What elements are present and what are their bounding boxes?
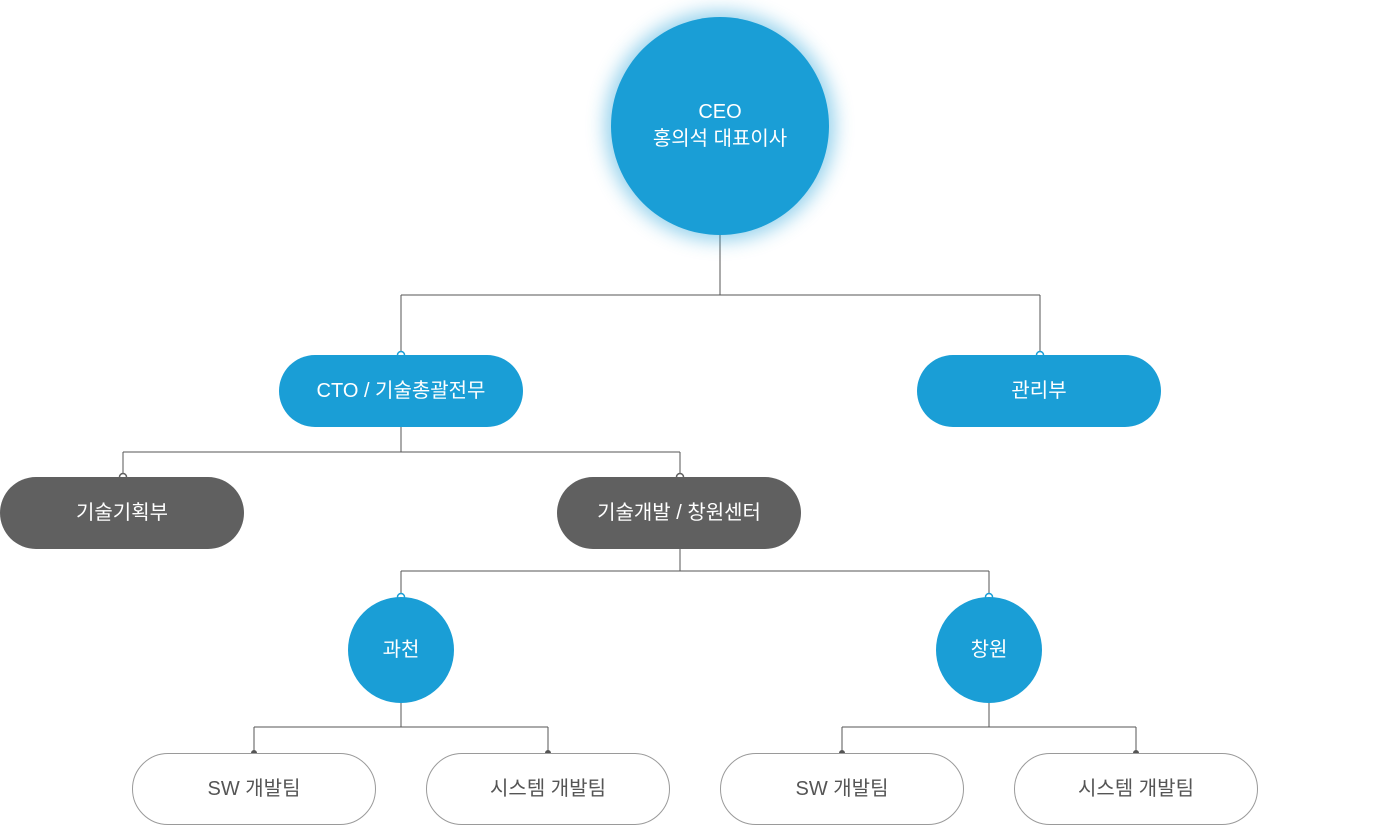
gwacheon-sw-team-node: SW 개발팀 <box>132 753 376 825</box>
changwon-label: 창원 <box>970 638 1008 661</box>
ceo-title: CEO <box>698 101 742 123</box>
gwacheon-system-team-node: 시스템 개발팀 <box>426 753 670 825</box>
connector-changwon-to-teams <box>841 703 1137 753</box>
tech-dev-node: 기술개발 / 창원센터 <box>557 477 801 549</box>
tech-dev-label: 기술개발 / 창원센터 <box>597 501 761 524</box>
connector-ceo-to-cto-admin <box>400 235 1041 355</box>
changwon-system-team-node: 시스템 개발팀 <box>1014 753 1258 825</box>
gwacheon-label: 과천 <box>382 638 420 661</box>
changwon-sw-team-node: SW 개발팀 <box>720 753 964 825</box>
tech-planning-node: 기술기획부 <box>0 477 244 549</box>
ceo-name: 홍의석 대표이사 <box>652 128 788 150</box>
gwacheon-site-node: 과천 <box>348 597 454 703</box>
changwon-site-node: 창원 <box>936 597 1042 703</box>
team-label: 시스템 개발팀 <box>1078 777 1194 800</box>
admin-department-node: 관리부 <box>917 355 1161 427</box>
tech-planning-label: 기술기획부 <box>76 501 168 524</box>
connector-gwacheon-to-teams <box>253 703 549 753</box>
team-label: 시스템 개발팀 <box>490 777 606 800</box>
cto-node: CTO / 기술총괄전무 <box>279 355 523 427</box>
team-label: SW 개발팀 <box>795 777 889 800</box>
connector-techdev-to-sites <box>400 549 990 597</box>
ceo-node: CEO 홍의석 대표이사 <box>611 17 829 235</box>
admin-label: 관리부 <box>1011 379 1067 402</box>
team-label: SW 개발팀 <box>207 777 301 800</box>
cto-label: CTO / 기술총괄전무 <box>316 379 486 402</box>
connector-cto-to-departments <box>122 427 681 477</box>
